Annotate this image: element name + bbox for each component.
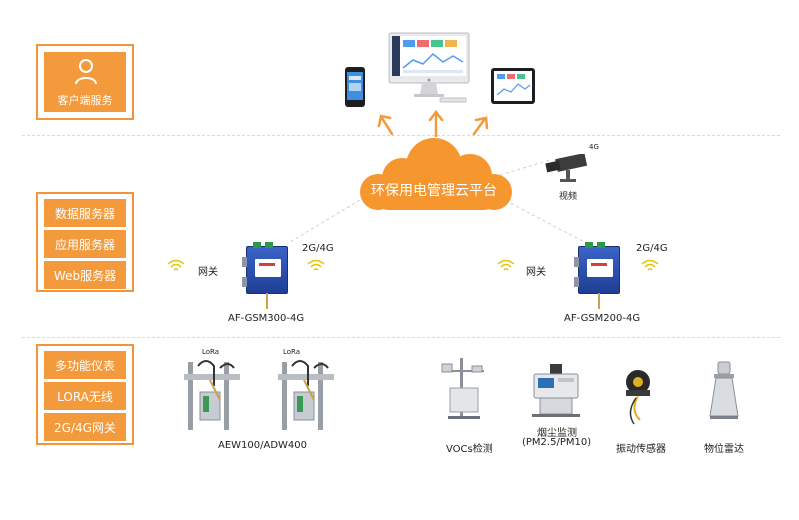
gateway-link-label-left: 网关 [198, 267, 218, 278]
meter-model-label: AEW100/ADW400 [218, 440, 308, 451]
data-server-button[interactable]: 数据服务器 [44, 199, 126, 227]
client-service-label: 客户端服务 [57, 94, 113, 107]
lora-label-a: LoRa [202, 348, 220, 356]
gateway-name-left: AF-GSM300-4G [228, 313, 305, 324]
section-divider-top [22, 135, 780, 136]
cloud-platform-icon [360, 138, 512, 210]
gateway-2g4g-button[interactable]: 2G/4G网关 [44, 413, 126, 441]
smartphone-icon [345, 67, 365, 107]
gateway-network-label-left: 2G/4G [302, 243, 334, 254]
multifunction-meter-button[interactable]: 多功能仪表 [44, 351, 126, 379]
radar-label: 物位雷达 [704, 444, 744, 455]
app-server-button[interactable]: 应用服务器 [44, 230, 126, 258]
wifi-icon [641, 259, 659, 271]
gateway-network-label-right: 2G/4G [636, 243, 668, 254]
camera-icon [545, 154, 587, 182]
section-divider-bottom [22, 337, 780, 338]
device-panel: 多功能仪表 LORA无线 2G/4G网关 [36, 344, 134, 445]
tablet-icon [491, 68, 535, 104]
client-panel: 客户端服务 [36, 44, 134, 120]
gateway-icon[interactable] [242, 242, 288, 309]
gateway-link-label-right: 网关 [526, 267, 546, 278]
lora-label-b: LoRa [283, 348, 301, 356]
client-service-button[interactable]: 客户端服务 [44, 52, 126, 112]
gateway-icon[interactable] [574, 242, 620, 309]
lora-wireless-button[interactable]: LORA无线 [44, 382, 126, 410]
meter-icon [278, 360, 334, 430]
vocs-icon [441, 358, 484, 419]
wifi-icon [167, 259, 185, 271]
cloud-platform-label: 环保用电管理云平台 [371, 183, 497, 199]
vibration-sensor-icon [626, 370, 650, 425]
camera-network-label: 4G [589, 143, 599, 151]
gateway-name-right: AF-GSM200-4G [564, 313, 641, 324]
meter-icon [184, 360, 240, 430]
wifi-icon [497, 259, 515, 271]
web-server-button[interactable]: Web服务器 [44, 261, 126, 289]
vibration-sensor-label: 振动传感器 [616, 444, 666, 455]
server-panel: 数据服务器 应用服务器 Web服务器 [36, 192, 134, 292]
wifi-icon [307, 259, 325, 271]
user-icon [75, 59, 97, 85]
upload-arrows [377, 109, 489, 138]
dust-monitor-sublabel: (PM2.5/PM10) [522, 437, 592, 448]
radar-icon [709, 361, 739, 419]
dust-monitor-label: 烟尘监测 [537, 428, 577, 439]
camera-label: 视频 [559, 192, 578, 202]
dust-monitor-icon [532, 364, 580, 417]
vocs-label: VOCs检测 [446, 444, 493, 455]
desktop-icon [388, 32, 470, 103]
